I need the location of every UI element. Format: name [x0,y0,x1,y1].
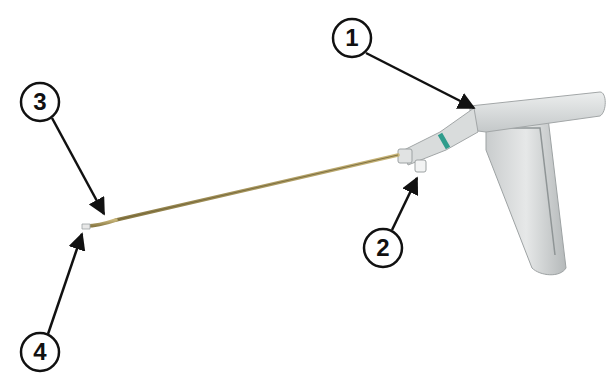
callout-circle [21,333,59,371]
callout-number: 4 [21,333,59,371]
callout-number: 2 [364,229,402,267]
leader-arrow [392,178,417,230]
teal-ring [440,134,448,148]
callout-circle [364,229,402,267]
shaft [116,155,398,220]
nose-cone [404,108,478,165]
handle-body [470,92,605,132]
leader-arrow [48,234,82,334]
leader-arrow [52,118,104,214]
leader-arrow [366,53,474,108]
callout-circle [333,19,371,57]
port [415,160,426,172]
handle-grip [486,118,566,275]
shaft-edge [116,155,398,220]
tip [82,224,90,229]
collar [398,149,412,163]
callout-circle [21,83,59,121]
callout-number: 3 [21,83,59,121]
callout-number: 1 [333,19,371,57]
grip-trigger [500,128,555,255]
shaft-bend [86,220,116,226]
